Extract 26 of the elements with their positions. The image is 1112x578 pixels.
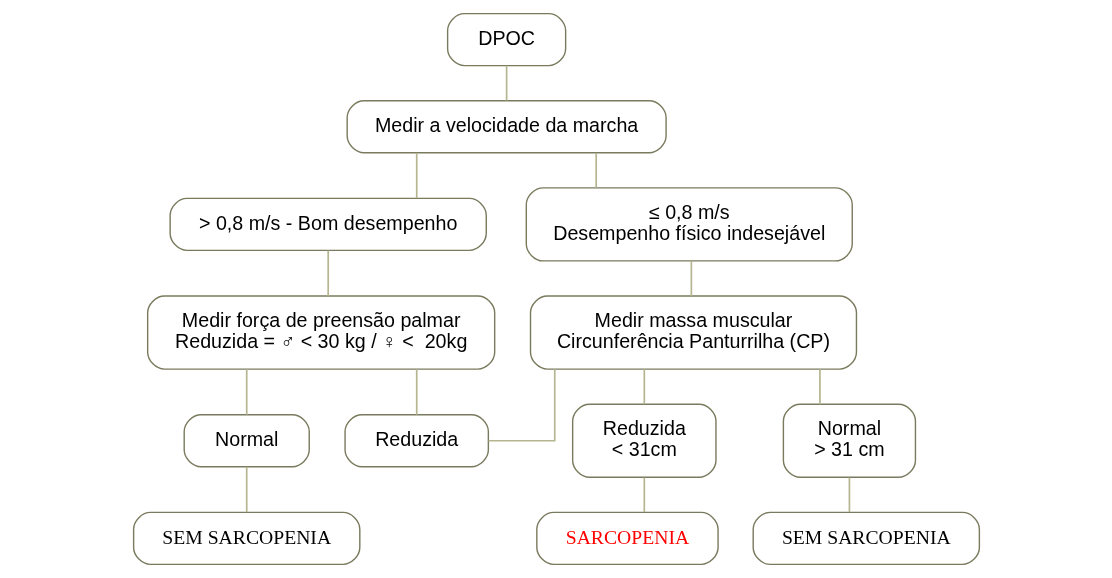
connector	[818, 368, 821, 405]
node-box: Normal > 31 cm	[782, 403, 916, 478]
connector	[245, 368, 248, 416]
node-box: Reduzida < 31cm	[571, 403, 717, 478]
node-box: SARCOPENIA	[535, 511, 719, 566]
node-box: SEM SARCOPENIA	[752, 511, 980, 566]
connector	[326, 249, 329, 297]
connector	[848, 476, 850, 513]
node-box: DPOC	[446, 12, 566, 67]
connector	[415, 368, 418, 416]
connector	[487, 368, 556, 442]
connector	[505, 64, 507, 102]
node-box: Normal	[183, 414, 310, 468]
connector	[415, 152, 418, 199]
node-box: Medir força de preensão palmar Reduzida = ♂ < 30 kg / ♀ < 20kg	[146, 295, 495, 370]
node-box: > 0,8 m/s - Bom desempenho	[168, 197, 487, 252]
node-box: ≤ 0,8 m/s Desempenho físico indesejável	[525, 187, 853, 262]
connector	[642, 476, 645, 513]
node-box: Medir a velocidade da marcha	[345, 100, 667, 154]
connector	[690, 260, 692, 297]
connector	[245, 466, 248, 513]
node-box: Medir massa muscular Circunferência Panturrilha (CP)	[529, 295, 857, 370]
connector	[642, 368, 645, 405]
node-box: Reduzida	[343, 414, 489, 468]
connector	[594, 152, 597, 189]
node-box: SEM SARCOPENIA	[132, 511, 360, 566]
